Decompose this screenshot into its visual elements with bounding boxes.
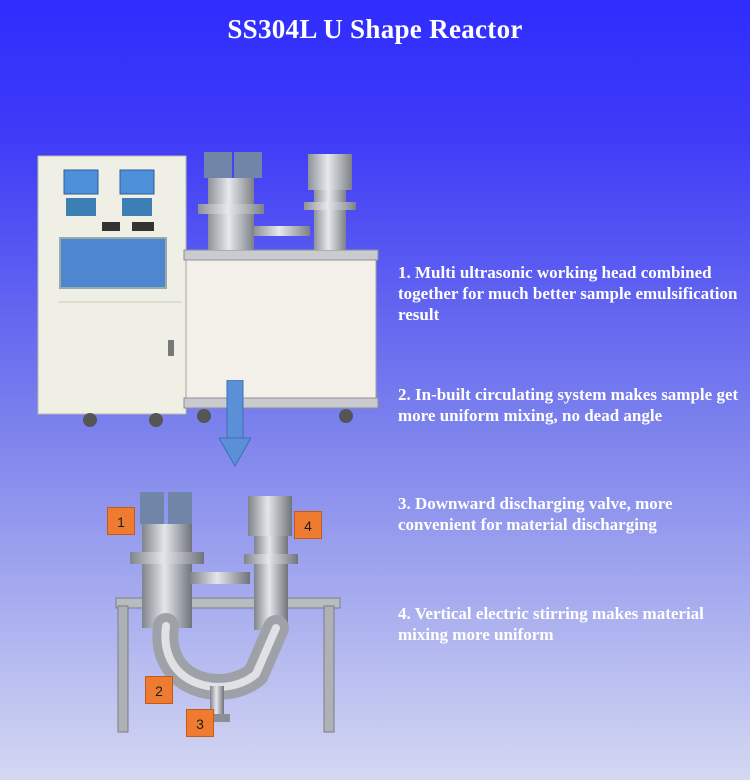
u-shape-reactor-illustration xyxy=(115,492,341,733)
feature-2: 2. In-built circulating system makes sam… xyxy=(398,385,739,425)
callout-2: 2 xyxy=(145,676,173,704)
feature-4: 4. Vertical electric stirring makes mate… xyxy=(398,604,704,644)
down-arrow-icon xyxy=(219,380,251,468)
callout-4: 4 xyxy=(294,511,322,539)
callout-3: 3 xyxy=(186,709,214,737)
page-title: SS304L U Shape Reactor xyxy=(227,14,523,44)
feature-3: 3. Downward discharging valve, more conv… xyxy=(398,494,673,534)
feature-1: 1. Multi ultrasonic working head combine… xyxy=(398,263,738,324)
reactor-machine-illustration xyxy=(37,152,379,427)
callout-1: 1 xyxy=(107,507,135,535)
